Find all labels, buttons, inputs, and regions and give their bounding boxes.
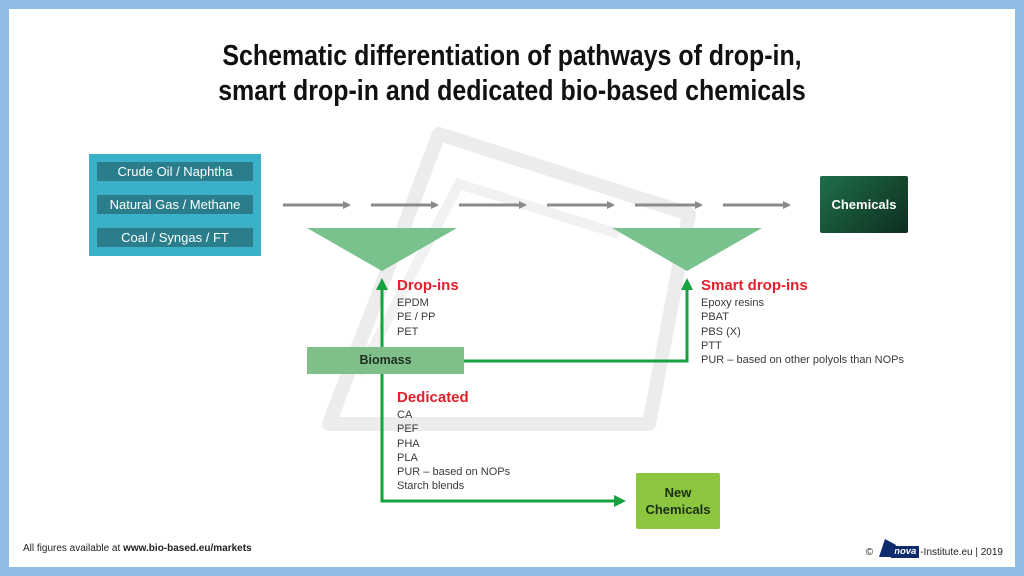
list-item: CA (397, 409, 413, 421)
slide-frame: Schematic differentiation of pathways of… (9, 9, 1015, 567)
list-item: Starch blends (397, 480, 465, 493)
footer-institute: -Institute.eu | 2019 (920, 546, 1003, 558)
list-item: PTT (701, 339, 722, 352)
list-item: Epoxy resins (701, 297, 764, 309)
footer-prefix: All figures available at (23, 543, 124, 554)
dedicated-heading: Dedicated (397, 389, 469, 406)
dropins-heading: Drop-ins (397, 277, 459, 294)
copyright-symbol: © (865, 546, 874, 558)
list-item: PET (397, 325, 419, 338)
biomass-box: Biomass (307, 347, 464, 374)
page-title: Schematic differentiation of pathways of… (79, 39, 944, 109)
footer-link[interactable]: www.bio-based.eu/markets (123, 543, 252, 554)
list-item: PBS (X) (701, 325, 741, 338)
funnel-smart-dropins (612, 228, 762, 271)
source-coal: Coal / Syngas / FT (97, 228, 253, 247)
source-natural-gas: Natural Gas / Methane (97, 195, 253, 214)
smart-dropins-heading: Smart drop-ins (701, 277, 808, 294)
footer-source-note: All figures available at www.bio-based.e… (23, 543, 252, 554)
title-line-1: Schematic differentiation of pathways of… (222, 40, 802, 72)
arrow-biomass-to-smart-dropins (464, 278, 693, 363)
funnel-dropins (307, 228, 457, 271)
chemicals-box: Chemicals (820, 176, 908, 233)
list-item: PBAT (701, 311, 729, 324)
list-item: PHA (397, 437, 420, 450)
source-crude-oil: Crude Oil / Naphtha (97, 162, 253, 181)
new-chemicals-box: New Chemicals (636, 473, 720, 529)
list-item: PUR – based on other polyols than NOPs (701, 354, 905, 367)
dedicated-group: Dedicated CA PEF PHA PLA PUR – based on … (397, 389, 510, 494)
list-item: EPDM (397, 297, 429, 309)
nova-badge: nova (891, 546, 920, 558)
dropins-group: Drop-ins EPDM PE / PP PET (397, 277, 459, 339)
list-item: PUR – based on NOPs (397, 466, 511, 479)
list-item: PLA (397, 451, 418, 464)
new-chemicals-line-2: Chemicals (645, 502, 711, 517)
list-item: PEF (397, 423, 419, 436)
list-item: PE / PP (397, 311, 436, 324)
pathway-diagram (283, 201, 791, 507)
nova-logo-icon (879, 539, 897, 557)
new-chemicals-line-1: New (664, 485, 692, 500)
smart-dropins-group: Smart drop-ins Epoxy resins PBAT PBS (X)… (701, 277, 904, 367)
footer-copyright: © nova -Institute.eu | 2019 (865, 539, 1003, 563)
arrow-biomass-to-new-chemicals (380, 374, 626, 507)
title-line-2: smart drop-in and dedicated bio-based ch… (218, 75, 806, 107)
fossil-sources-box: Crude Oil / Naphtha Natural Gas / Methan… (89, 154, 261, 256)
